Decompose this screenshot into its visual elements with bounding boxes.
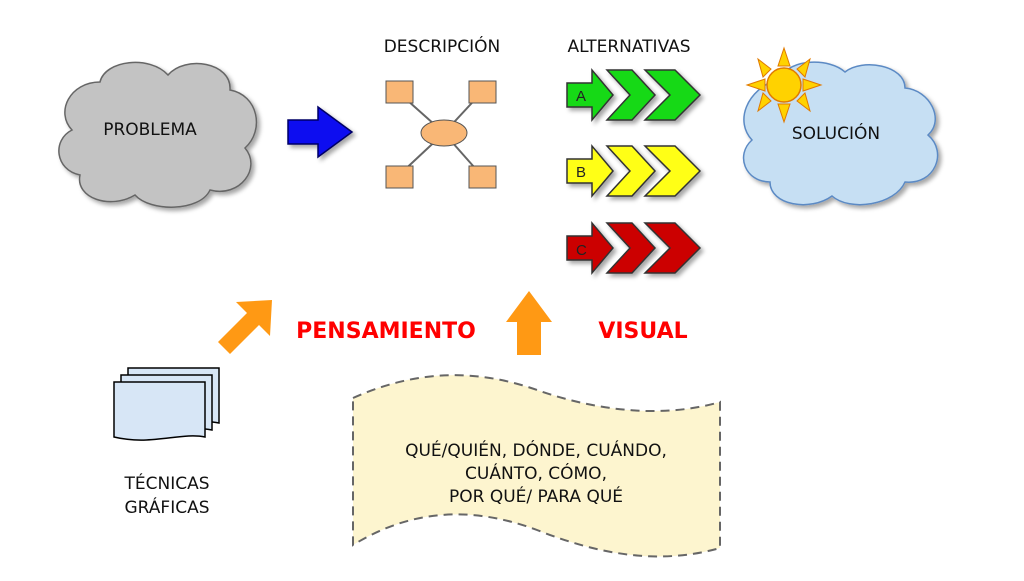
- orange-diagonal-arrow-icon: [218, 300, 272, 354]
- questions-line-3: POR QUÉ/ PARA QUÉ: [449, 485, 623, 507]
- node-box: [468, 165, 497, 189]
- problem-cloud: [58, 61, 258, 208]
- problem-label: PROBLEMA: [103, 120, 197, 140]
- node-box: [385, 80, 414, 104]
- node-box: [468, 80, 497, 104]
- solution-label: SOLUCIÓN: [792, 122, 880, 144]
- alternative-a-letter: A: [576, 88, 586, 105]
- blue-arrow-icon: [287, 105, 354, 159]
- node-box: [385, 165, 414, 189]
- documents-icon: [113, 367, 220, 441]
- alternative-c-arrows: [566, 220, 702, 276]
- alternative-a-arrows: [566, 67, 702, 123]
- node-center: [420, 119, 468, 147]
- visual-title: VISUAL: [598, 319, 687, 344]
- sun-icon: [745, 46, 823, 124]
- alternativas-heading: ALTERNATIVAS: [567, 37, 690, 57]
- questions-line-1: QUÉ/QUIÉN, DÓNDE, CUÁNDO,: [405, 439, 667, 461]
- tecnicas-label: TÉCNICAS: [123, 472, 209, 494]
- graficas-label: GRÁFICAS: [124, 496, 209, 518]
- alternative-b-letter: B: [576, 164, 586, 181]
- description-network: [385, 80, 497, 189]
- pensamiento-title: PENSAMIENTO: [296, 319, 476, 344]
- descripcion-heading: DESCRIPCIÓN: [384, 35, 501, 57]
- questions-line-2: CUÁNTO, CÓMO,: [465, 462, 607, 484]
- alternative-c-letter: C: [576, 242, 587, 259]
- questions-banner: [352, 374, 721, 558]
- orange-up-arrow-icon: [506, 291, 552, 355]
- alternative-b-arrows: [566, 143, 702, 199]
